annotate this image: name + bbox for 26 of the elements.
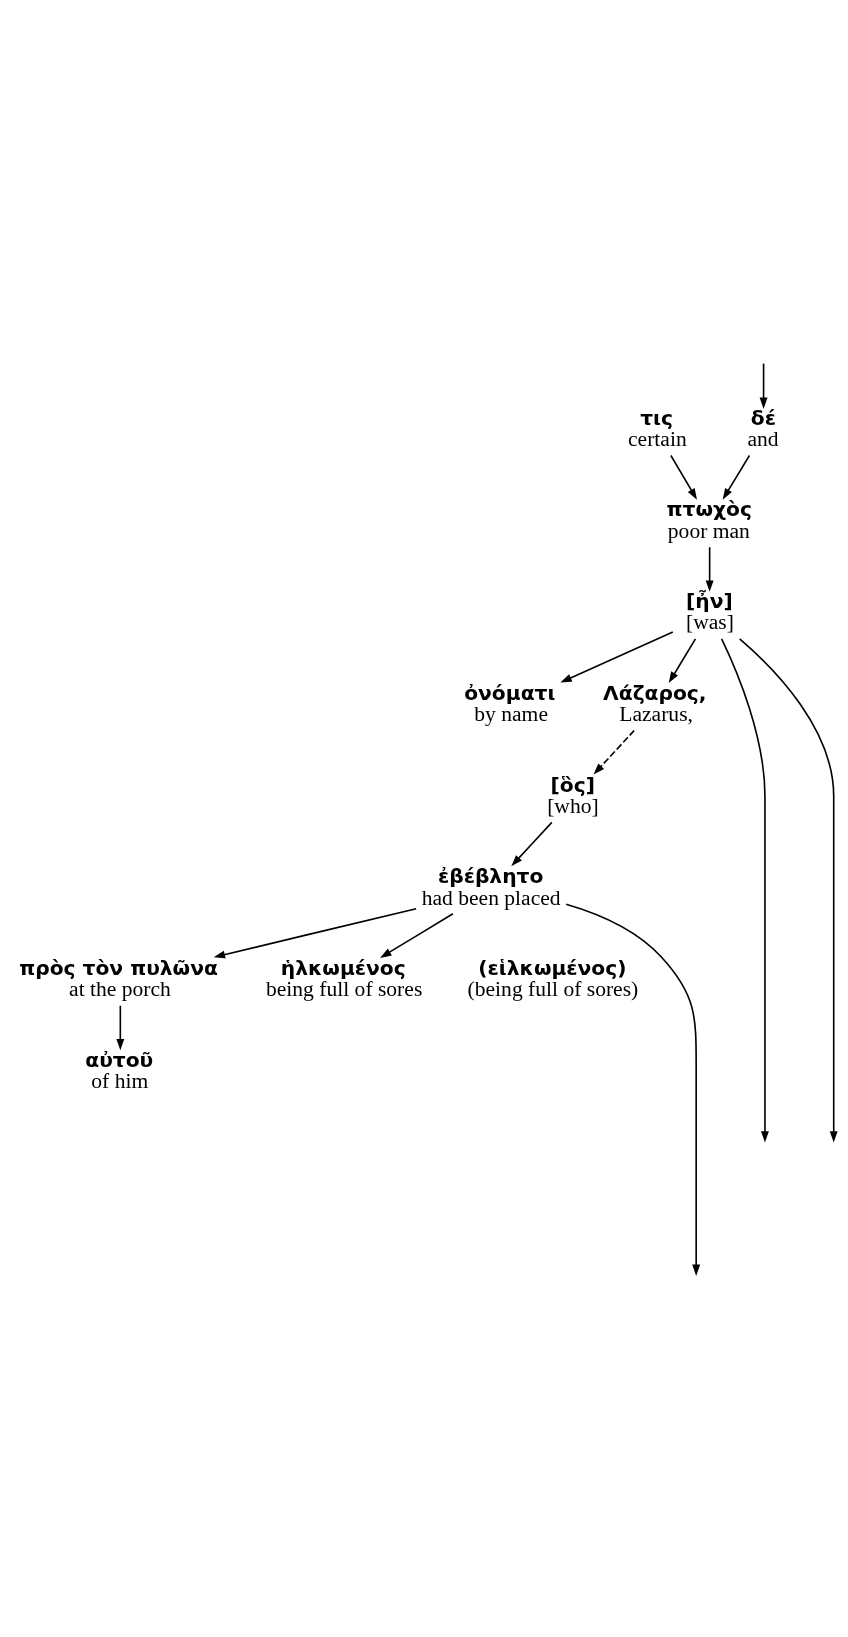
node-text: τις certain <box>628 405 687 452</box>
arrow <box>565 903 701 1276</box>
arrow <box>668 638 697 684</box>
node-label: (εἱλκωμένος) <box>478 955 627 980</box>
arrow <box>722 454 751 500</box>
node-text: ὀνόματι by name <box>464 680 556 727</box>
arrow <box>738 638 838 1143</box>
arrow <box>213 907 417 959</box>
arrow <box>116 1004 125 1051</box>
node-text: ἡλκωμένος being full of sores <box>265 955 423 1002</box>
arrow <box>511 821 553 867</box>
node-text: [ὃς] [who] <box>547 772 599 818</box>
node-text: [ἦν] [was] <box>686 589 734 635</box>
node-text: Λάζαρος, Lazarus, <box>603 680 707 727</box>
node-text: ἐβέβλητο had been placed <box>421 864 561 910</box>
arrow <box>759 362 768 409</box>
arrow <box>670 454 697 500</box>
arrow <box>720 638 769 1143</box>
arrow <box>380 913 454 958</box>
node-text: δέ and <box>747 405 779 452</box>
arrow <box>593 729 635 775</box>
node-text: πρὸς τὸν πυλῶνα at the porch <box>19 955 218 1002</box>
arrow <box>560 631 674 683</box>
node-text: αὐτοῦ of him <box>85 1047 154 1093</box>
node-text: πτωχὸς poor man <box>666 497 752 543</box>
arrow <box>705 546 714 592</box>
